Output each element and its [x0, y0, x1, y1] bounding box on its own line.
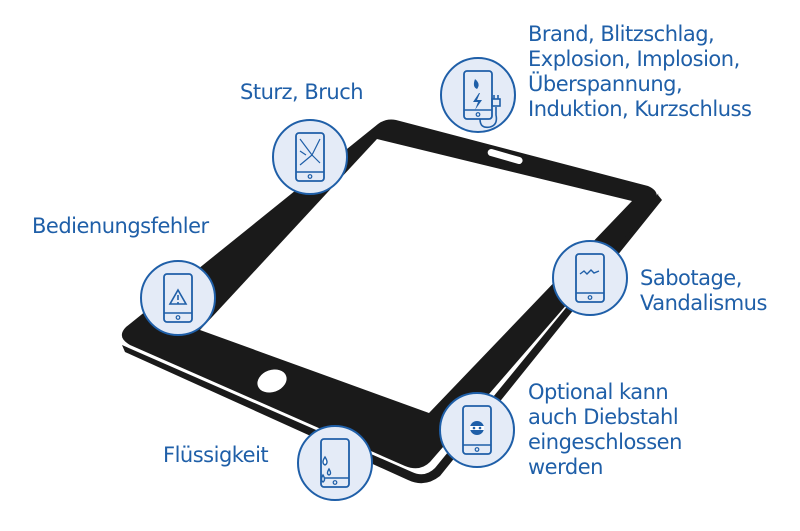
label-line: Flüssigkeit — [163, 443, 269, 467]
label-line: Sabotage, — [640, 266, 742, 290]
liquid-phone-icon — [297, 425, 373, 501]
tablet-home-button — [257, 369, 287, 393]
label-line: Überspannung, — [528, 72, 683, 96]
label-line: Brand, Blitzschlag, — [528, 22, 715, 46]
label-operator-error: Bedienungsfehler — [32, 214, 209, 239]
tablet-screen — [200, 139, 632, 413]
label-line: Explosion, Implosion, — [528, 47, 740, 71]
label-line: auch Diebstahl — [528, 405, 679, 429]
label-line: werden — [528, 455, 603, 479]
label-theft: Optional kann auch Diebstahl eingeschlos… — [528, 380, 682, 480]
fire-lightning-phone-icon — [440, 57, 516, 133]
label-drop: Sturz, Bruch — [240, 80, 364, 105]
label-line: Bedienungsfehler — [32, 214, 209, 238]
label-liquid: Flüssigkeit — [163, 443, 269, 468]
label-fire: Brand, Blitzschlag, Explosion, Implosion… — [528, 22, 752, 122]
cracked-phone-icon — [272, 119, 348, 195]
broken-phone-icon — [552, 240, 628, 316]
warning-phone-icon — [140, 260, 216, 336]
label-sabotage: Sabotage, Vandalismus — [640, 266, 767, 316]
label-line: Sturz, Bruch — [240, 80, 364, 104]
label-line: Induktion, Kurzschluss — [528, 97, 752, 121]
tablet-edge — [122, 193, 662, 484]
tablet-speaker — [487, 149, 523, 165]
label-line: Optional kann — [528, 380, 669, 404]
label-line: eingeschlossen — [528, 430, 682, 454]
label-line: Vandalismus — [640, 291, 767, 315]
thief-phone-icon — [439, 392, 515, 468]
